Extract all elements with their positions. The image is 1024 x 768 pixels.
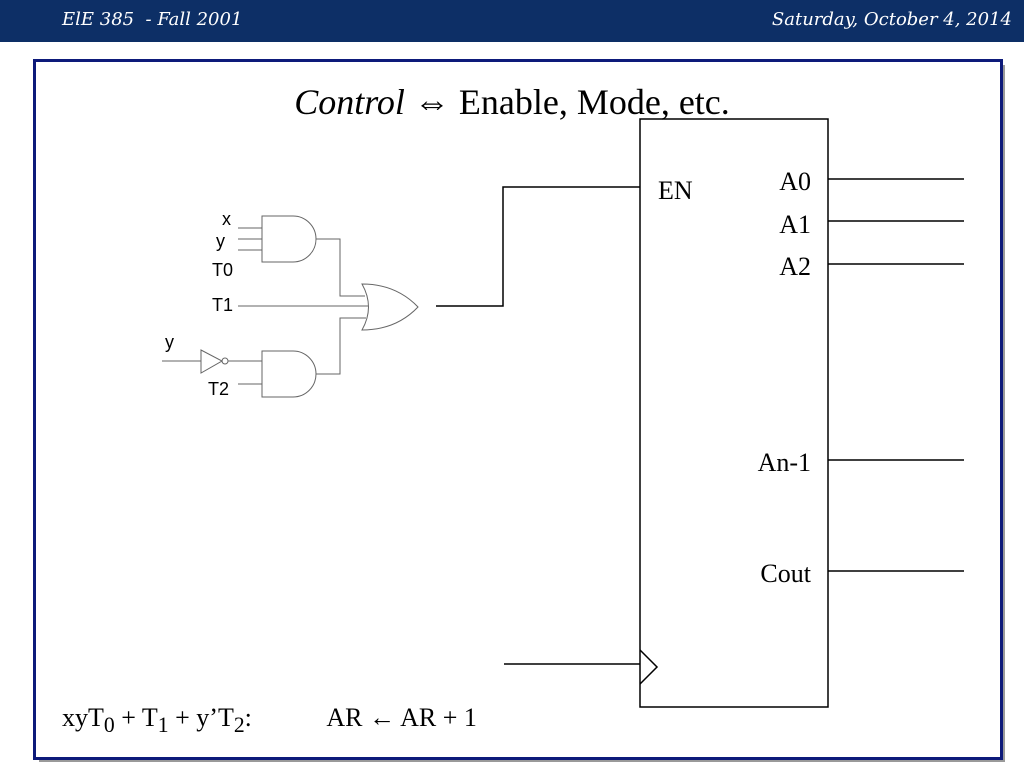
and1-label-y: y (216, 231, 225, 251)
output-label-a0: A0 (779, 167, 811, 196)
output-label-cout: Cout (760, 559, 811, 588)
clock-triangle-icon (639, 649, 659, 685)
eq-term-yt2: + y’T (168, 703, 234, 732)
eq-colon: : (244, 703, 252, 732)
date-label: Saturday, October 4, 2014 (771, 9, 1012, 30)
eq-sub-0: 0 (103, 713, 115, 738)
en-label: EN (658, 176, 693, 205)
title-rest: Enable, Mode, etc. (458, 82, 730, 122)
eq-arrow: ← (369, 703, 396, 732)
eq-sub-1: 1 (157, 713, 169, 738)
inverter-icon (200, 349, 224, 374)
and-gate-1-icon (261, 215, 317, 263)
eq-ar-right: AR + 1 (400, 703, 477, 732)
output-label-a1: A1 (779, 210, 811, 239)
t1-label: T1 (212, 295, 233, 315)
output-label-a2: A2 (779, 252, 811, 281)
slide-title: Control ⇔ Enable, Mode, etc. (0, 81, 1024, 123)
and1-label-t0: T0 (212, 260, 233, 280)
and1-output-wire (316, 238, 365, 297)
eq-sub-2: 2 (233, 713, 245, 738)
title-arrow: ⇔ (413, 82, 450, 122)
slide-frame (33, 59, 1003, 760)
eq-term-t1: + T (114, 703, 158, 732)
eq-term-xyt: xyT (62, 703, 104, 732)
inverter-label-y: y (165, 332, 174, 352)
enable-wire (436, 186, 640, 307)
course-label: ElE 385 - Fall 2001 (62, 9, 243, 30)
slide-header-bar: ElE 385 - Fall 2001 Saturday, October 4,… (0, 0, 1024, 42)
and-gate-2-icon (261, 350, 317, 398)
output-label-an1: An-1 (758, 448, 811, 477)
and2-label-t2: T2 (208, 379, 229, 399)
and1-label-x: x (222, 209, 231, 229)
title-control: Control (294, 82, 405, 122)
equation-line: xyT0 + T1 + y’T2: AR ← AR + 1 (62, 703, 477, 738)
and2-output-wire (316, 317, 366, 375)
register-block (639, 118, 829, 708)
or-gate-icon (361, 283, 419, 331)
eq-ar-left: AR (326, 703, 363, 732)
